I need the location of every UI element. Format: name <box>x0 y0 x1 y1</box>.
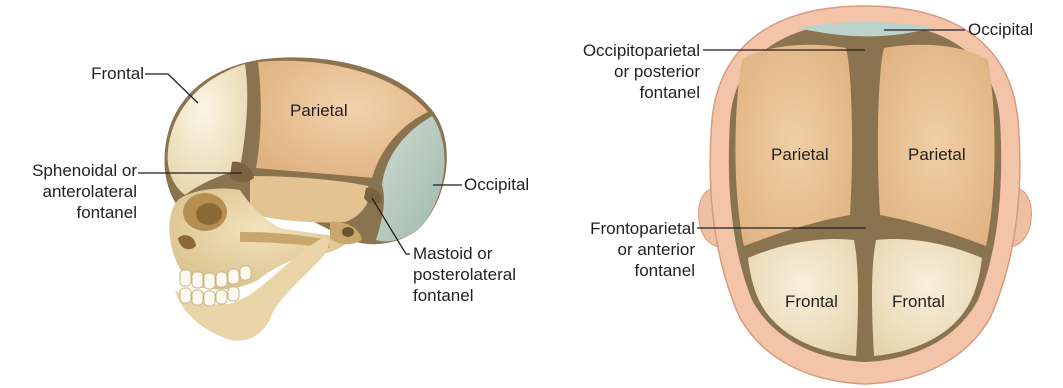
label-parietal-left-superior: Parietal <box>771 145 829 165</box>
label-anterior-line-1: Frontoparietal <box>540 218 695 239</box>
label-frontal-lateral: Frontal <box>64 63 144 84</box>
label-parietal-right-superior: Parietal <box>908 145 966 165</box>
label-mastoid-line-2: posterolateral <box>413 264 516 285</box>
label-posterior-line-1: Occipitoparietal <box>540 40 700 61</box>
label-sphenoidal-line-1: Sphenoidal or <box>0 160 137 181</box>
label-sphenoidal-line-2: anterolateral <box>0 181 137 202</box>
lateral-temporal-bone <box>250 176 369 223</box>
label-posterior-fontanel: Occipitoparietal or posterior fontanel <box>540 40 700 103</box>
label-parietal-lateral: Parietal <box>290 101 348 121</box>
label-posterior-line-3: fontanel <box>540 82 700 103</box>
label-anterior-line-3: fontanel <box>540 260 695 281</box>
label-frontal-right-superior: Frontal <box>892 292 945 312</box>
label-mastoid-line-1: Mastoid or <box>413 243 516 264</box>
label-frontal-left-superior: Frontal <box>785 292 838 312</box>
label-mastoid-fontanel: Mastoid or posterolateral fontanel <box>413 243 516 306</box>
label-occipital-superior: Occipital <box>968 19 1033 40</box>
label-posterior-line-2: or posterior <box>540 61 700 82</box>
label-mastoid-line-3: fontanel <box>413 285 516 306</box>
label-occipital-lateral: Occipital <box>464 174 529 195</box>
lateral-skull <box>164 57 446 340</box>
superior-head <box>699 6 1032 384</box>
label-sphenoidal-fontanel: Sphenoidal or anterolateral fontanel <box>0 160 137 223</box>
label-anterior-fontanel: Frontoparietal or anterior fontanel <box>540 218 695 281</box>
label-anterior-line-2: or anterior <box>540 239 695 260</box>
label-sphenoidal-line-3: fontanel <box>0 202 137 223</box>
